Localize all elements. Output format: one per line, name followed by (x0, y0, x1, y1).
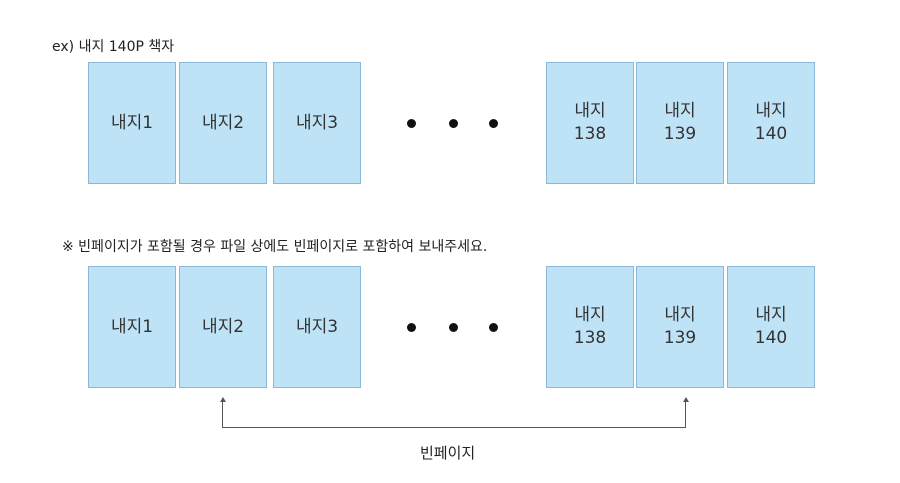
page-inner-1: 내지1 (88, 62, 176, 184)
example-caption: ex) 내지 140P 책자 (52, 39, 175, 55)
page-inner-140: 내지 140 (727, 62, 815, 184)
page-inner-3: 내지3 (273, 266, 361, 388)
bracket-right-stem (685, 401, 686, 428)
ellipsis-dot (489, 119, 498, 128)
arrow-up-icon (683, 397, 689, 402)
bracket-baseline (222, 427, 686, 428)
page-inner-138: 내지 138 (546, 62, 634, 184)
arrow-up-icon (220, 397, 226, 402)
page-inner-140: 내지 140 (727, 266, 815, 388)
page-inner-139: 내지 139 (636, 62, 724, 184)
ellipsis-dot (407, 119, 416, 128)
page-inner-2: 내지2 (179, 266, 267, 388)
page-inner-138: 내지 138 (546, 266, 634, 388)
blank-page-note: ※ 빈페이지가 포함될 경우 파일 상에도 빈페이지로 포함하여 보내주세요. (62, 239, 488, 255)
page-inner-139: 내지 139 (636, 266, 724, 388)
page-inner-2: 내지2 (179, 62, 267, 184)
page-inner-1: 내지1 (88, 266, 176, 388)
ellipsis-dot (449, 323, 458, 332)
ellipsis-dot (407, 323, 416, 332)
ellipsis-dot (489, 323, 498, 332)
bracket-left-stem (222, 401, 223, 428)
blank-page-label: 빈페이지 (420, 444, 476, 462)
page-inner-3: 내지3 (273, 62, 361, 184)
ellipsis-dot (449, 119, 458, 128)
